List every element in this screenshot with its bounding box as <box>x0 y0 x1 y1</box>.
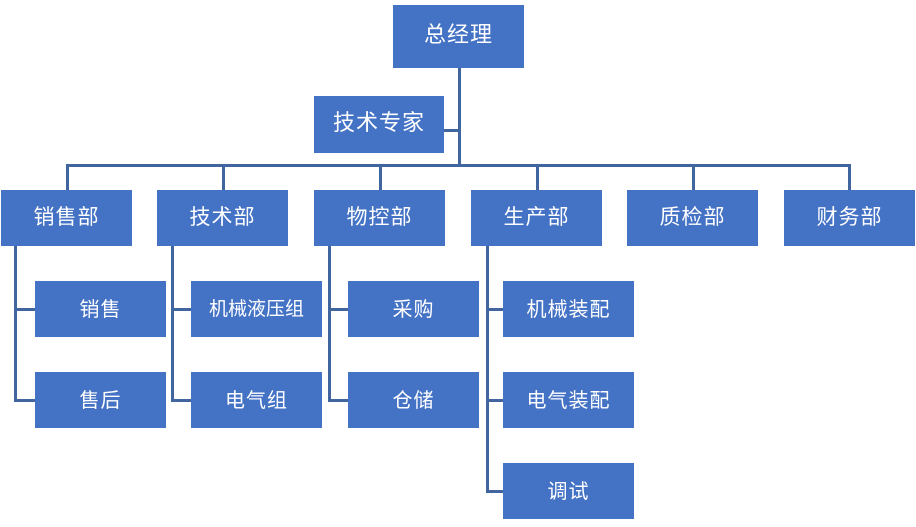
connector-drop-production <box>536 164 539 191</box>
node-technical-expert[interactable]: 技术专家 <box>314 96 444 153</box>
connector-assistant-stub <box>444 129 460 132</box>
node-tech-electrical-group[interactable]: 电气组 <box>191 372 322 428</box>
connector-branch-tech-hydraulic <box>171 308 191 311</box>
node-production-commissioning[interactable]: 调试 <box>503 463 634 519</box>
connector-drop-finance <box>848 164 851 191</box>
connector-branch-sales-aftersales <box>14 399 35 402</box>
connector-branch-prod-commissioning <box>486 490 504 493</box>
connector-branch-prod-elec-assembly <box>486 399 504 402</box>
node-dept-sales[interactable]: 销售部 <box>1 190 132 246</box>
connector-branch-tech-electrical <box>171 399 191 402</box>
connector-drop-technical <box>222 164 225 191</box>
node-general-manager[interactable]: 总经理 <box>393 5 524 68</box>
node-dept-finance[interactable]: 财务部 <box>784 190 915 246</box>
connector-drop-quality <box>692 164 695 191</box>
node-material-warehouse[interactable]: 仓储 <box>348 372 479 428</box>
node-sales-aftersales[interactable]: 售后 <box>35 372 166 428</box>
connector-branch-mc-procurement <box>328 308 349 311</box>
node-production-electrical-assembly[interactable]: 电气装配 <box>503 372 634 428</box>
node-dept-quality[interactable]: 质检部 <box>627 190 758 246</box>
node-dept-technical[interactable]: 技术部 <box>157 190 288 246</box>
connector-drop-sales <box>66 164 69 191</box>
connector-branch-mc-warehouse <box>328 399 349 402</box>
connector-spine-material-children <box>328 246 331 401</box>
node-tech-mechanical-hydraulic-group[interactable]: 机械液压组 <box>191 281 322 337</box>
node-dept-material-control[interactable]: 物控部 <box>314 190 445 246</box>
connector-spine-technical-children <box>171 246 174 401</box>
node-dept-production[interactable]: 生产部 <box>471 190 602 246</box>
connector-branch-prod-mech-assembly <box>486 308 504 311</box>
connector-root-trunk <box>458 68 461 166</box>
connector-drop-material-control <box>379 164 382 191</box>
connector-spine-production-children <box>486 246 489 492</box>
node-material-procurement[interactable]: 采购 <box>348 281 479 337</box>
node-production-mechanical-assembly[interactable]: 机械装配 <box>503 281 634 337</box>
connector-branch-sales-sales <box>14 308 35 311</box>
node-sales-sales[interactable]: 销售 <box>35 281 166 337</box>
connector-department-bus <box>66 164 851 167</box>
connector-spine-sales-children <box>14 246 17 401</box>
